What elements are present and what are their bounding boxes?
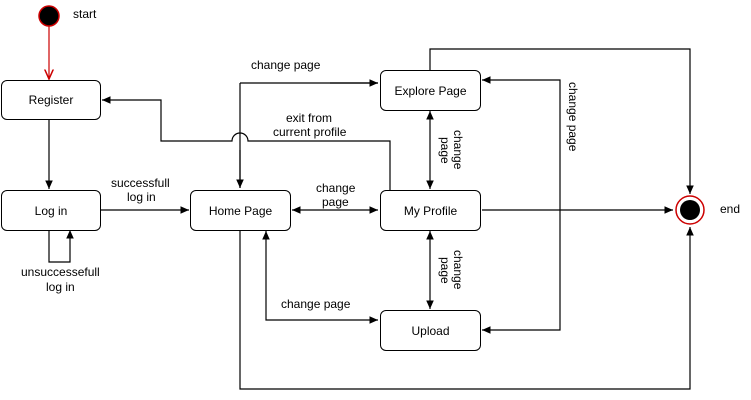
state-explore: Explore Page — [380, 70, 481, 111]
edge-explore-upload — [482, 76, 561, 334]
state-login: Log in — [1, 190, 101, 231]
edge-label-successful-1: successfull — [111, 176, 170, 190]
state-explore-label: Explore Page — [394, 83, 467, 98]
edge-profile-register — [102, 96, 391, 190]
start-node — [38, 5, 60, 27]
edge-label-home-profile-2: page — [322, 195, 349, 209]
state-profile: My Profile — [380, 190, 481, 231]
edge-label-home-profile-1: change — [316, 181, 356, 195]
edge-label-unsuccessful-1: unsuccessefull — [21, 265, 100, 279]
state-login-label: Log in — [34, 203, 68, 218]
edge-label-unsuccessful-2: log in — [46, 280, 75, 294]
state-home: Home Page — [190, 190, 291, 231]
edge-label-explore-upload-text: change page — [566, 82, 580, 152]
state-register-label: Register — [28, 93, 74, 107]
edge-label-successful-2: log in — [127, 190, 156, 204]
state-upload-label: Upload — [411, 323, 450, 338]
state-upload: Upload — [380, 310, 481, 351]
edge-label-profile-upload-text: change page — [438, 250, 465, 290]
edge-home-end — [239, 227, 694, 390]
edge-label-explore-profile: change page — [434, 130, 465, 170]
edge-label-exit-1: exit from — [286, 111, 333, 125]
start-label: start — [73, 7, 97, 21]
edge-label-explore-upload: change page — [566, 82, 580, 152]
end-label: end — [720, 202, 741, 216]
state-home-label: Home Page — [208, 203, 273, 218]
edge-explore-end — [429, 48, 694, 194]
state-profile-label: My Profile — [403, 203, 458, 218]
edge-home-upload — [262, 231, 378, 324]
edge-login-self — [48, 230, 74, 263]
end-node-core — [680, 200, 700, 220]
edge-label-home-upload: change page — [281, 297, 351, 311]
edge-label-profile-upload: change page — [434, 250, 465, 290]
edge-label-explore-profile-text: change page — [438, 130, 465, 170]
edge-label-exit-2: current profile — [273, 125, 347, 139]
edge-label-home-explore: change page — [251, 58, 321, 72]
state-register: Register — [1, 80, 101, 120]
